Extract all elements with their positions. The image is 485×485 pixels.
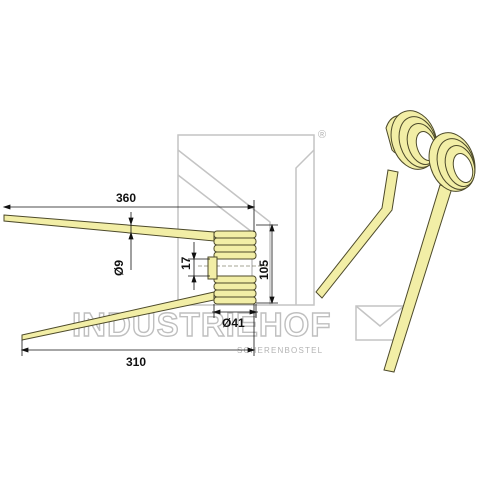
arrowhead: [128, 231, 134, 240]
label-total-height: 105: [257, 260, 271, 280]
label-wire-diameter: Ø9: [112, 260, 126, 276]
arrowhead: [269, 296, 275, 305]
arrowhead: [212, 309, 221, 315]
watermark-company: INDUSTRIEHOF: [72, 306, 332, 343]
upper-coil: [213, 230, 257, 260]
label-coil-gap: 17: [179, 256, 193, 270]
arrowhead: [20, 347, 29, 353]
upper-tine-arm: [3, 214, 215, 242]
arrowhead: [191, 252, 197, 261]
lower-coil: [213, 275, 257, 305]
dimension-labels: 360 Ø9 17 105 Ø41 310: [112, 191, 271, 369]
perspective-right-leg: [383, 184, 453, 373]
label-lower-length: 310: [126, 355, 146, 369]
tine-perspective-view: [315, 110, 476, 373]
arrowhead: [191, 274, 197, 283]
label-upper-length: 360: [116, 191, 136, 205]
dimension-lines: [2, 200, 278, 356]
label-coil-diameter: Ø41: [222, 316, 245, 330]
registered-mark: ®: [318, 129, 326, 141]
tine-side-view: [3, 214, 270, 341]
perspective-coil-front: [428, 132, 476, 192]
perspective-left-leg: [315, 169, 399, 299]
arrowhead: [269, 223, 275, 232]
arrowhead: [247, 204, 256, 210]
watermark-location: SCHERENBOSTEL: [237, 346, 323, 355]
arrowhead: [128, 217, 134, 226]
watermark: ® INDUSTRIEHOF SCHERENBOSTEL: [71, 129, 405, 355]
coil-bridge: [207, 256, 218, 280]
arrowhead: [2, 204, 11, 210]
arrowhead: [249, 309, 258, 315]
arrowhead: [247, 347, 256, 353]
